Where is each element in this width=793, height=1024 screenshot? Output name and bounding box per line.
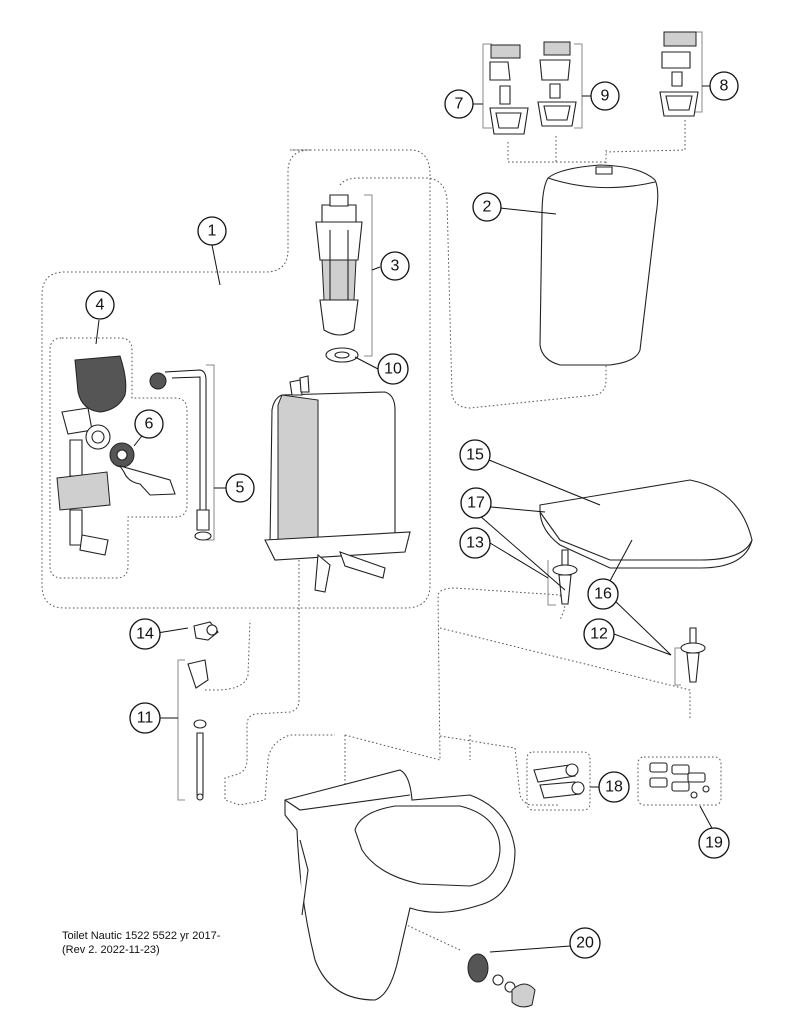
seat-hinge-bolt-13: [552, 549, 578, 605]
group-outline-18: [526, 751, 591, 811]
hinge-assembly-8: [659, 31, 699, 117]
callout-label-18: 18: [605, 779, 623, 796]
callout-label-6: 6: [145, 416, 154, 433]
callout-8: 8: [709, 71, 739, 101]
cistern-fixing-set: [187, 659, 209, 801]
callout-20: 20: [569, 927, 601, 959]
callout-label-3: 3: [391, 258, 400, 275]
callout-5: 5: [225, 473, 255, 503]
flush-valve: [315, 194, 363, 336]
callout-label-9: 9: [601, 88, 610, 105]
hinge-assembly-9: [537, 41, 577, 127]
callout-label-8: 8: [720, 78, 729, 95]
callout-label-12: 12: [590, 626, 608, 643]
callout-16: 16: [587, 578, 619, 610]
group-outline-19: [637, 756, 722, 806]
group-brackets: [177, 31, 703, 801]
wall-fixing-bolts: [533, 763, 585, 799]
callout-4: 4: [85, 290, 115, 320]
diagram-caption: Toilet Nautic 1522 5522 yr 2017- (Rev 2.…: [62, 929, 220, 957]
callout-17: 17: [460, 487, 492, 519]
callout-14: 14: [129, 618, 161, 650]
callout-9: 9: [590, 81, 620, 111]
callout-19: 19: [698, 827, 730, 859]
rubber-pads: [649, 762, 710, 799]
callout-15: 15: [459, 439, 491, 471]
callout-label-4: 4: [96, 297, 105, 314]
cistern-tank: [264, 375, 411, 593]
callout-label-15: 15: [466, 447, 484, 464]
filter-seal-6: [109, 442, 135, 468]
callout-label-2: 2: [483, 199, 492, 216]
callout-label-14: 14: [136, 626, 154, 643]
callout-11: 11: [129, 702, 161, 734]
cover-cap-set: [467, 953, 536, 1008]
callout-label-11: 11: [137, 710, 154, 727]
callout-2: 2: [472, 192, 502, 222]
callout-7: 7: [444, 89, 474, 119]
angle-valve-connector: [193, 621, 219, 641]
caption-title: Toilet Nautic 1522 5522 yr 2017-: [62, 930, 221, 942]
callout-label-10: 10: [384, 361, 402, 378]
hinge-assembly-7: [489, 44, 529, 135]
callout-18: 18: [598, 771, 630, 803]
callout-10: 10: [377, 353, 409, 385]
callout-label-19: 19: [705, 835, 723, 852]
group-outline-1: [41, 149, 431, 609]
callout-1: 1: [197, 216, 227, 246]
callout-label-7: 7: [455, 96, 464, 113]
supply-hose: [149, 369, 212, 541]
callout-label-13: 13: [466, 535, 484, 552]
callout-label-20: 20: [576, 935, 594, 952]
callout-label-16: 16: [594, 586, 612, 603]
group-outline-4: [49, 337, 188, 579]
float-arm: [118, 465, 176, 496]
callout-label-1: 1: [208, 223, 217, 240]
callout-label-5: 5: [236, 480, 245, 497]
gasket-10: [325, 347, 359, 363]
toilet-bowl: [284, 769, 516, 1001]
refill-valve: [56, 355, 127, 556]
callout-label-17: 17: [467, 495, 485, 512]
callout-6: 6: [134, 409, 164, 439]
callout-12: 12: [583, 618, 615, 650]
cistern-cover: [539, 164, 659, 366]
caption-revision: (Rev 2. 2022-11-23): [62, 944, 160, 956]
callout-3: 3: [380, 251, 410, 281]
connection-lines: [205, 120, 691, 951]
leader-lines: [95, 85, 715, 953]
callout-13: 13: [459, 527, 491, 559]
seat-hinge-bolt-12: [680, 627, 706, 683]
